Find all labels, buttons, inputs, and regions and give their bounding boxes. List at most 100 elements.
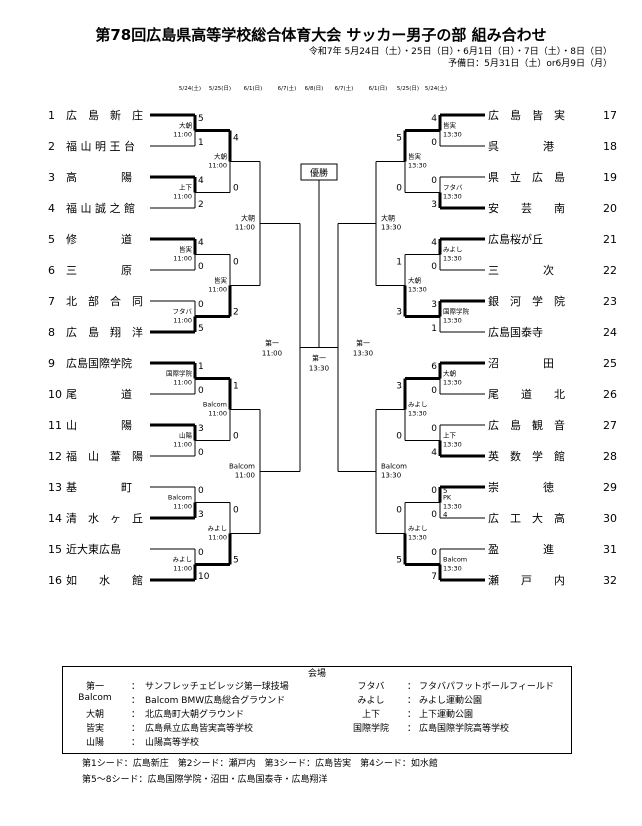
- team-number: 1: [48, 109, 55, 122]
- venue-abbr: 国際学院: [352, 724, 389, 734]
- venue-name: 山陽高等学校: [145, 738, 200, 748]
- match-time: 11:00: [173, 255, 192, 263]
- team-number: 5: [48, 233, 55, 246]
- score: 1: [198, 138, 204, 148]
- match-venue: 上下: [443, 431, 457, 440]
- score: 4: [431, 114, 437, 124]
- match-time: 11:00: [208, 410, 227, 418]
- score: 3: [198, 424, 204, 434]
- match-time: 11:00: [173, 503, 192, 511]
- team-name: 如 水 館: [66, 573, 143, 587]
- score: 1: [198, 362, 204, 372]
- venue-abbr: フタバ: [357, 682, 385, 692]
- score: 6: [431, 362, 437, 372]
- match-time: 13:30: [443, 441, 462, 449]
- score: 3: [431, 200, 437, 210]
- team-number: 8: [48, 326, 55, 339]
- match-time: 13:30: [381, 472, 401, 480]
- match-time: 13:30: [408, 410, 427, 418]
- match-venue: 大朝: [179, 121, 192, 130]
- team-name: 福 山 明 王 台: [66, 139, 135, 153]
- round-date-right: 5/25(日): [397, 85, 419, 92]
- reserve-date-text: 予備日：5月31日（土）or6月9日（月）: [448, 59, 612, 69]
- venue-sep: ：: [407, 724, 417, 734]
- match-venue: Balcom: [443, 556, 467, 564]
- venue-name: 広島県立広島皆実高等学校: [145, 724, 254, 734]
- match-time: 13:30: [408, 286, 427, 294]
- team-name: 呉 港: [488, 140, 554, 153]
- team-number: 24: [603, 326, 617, 339]
- team-number: 26: [603, 388, 617, 401]
- score: 4: [233, 134, 239, 144]
- round-date-right: 5/24(土): [425, 84, 447, 92]
- team-name: 安 芸 南: [488, 201, 565, 215]
- round-date-left: 6/7(土): [278, 84, 297, 92]
- pk-score: 5: [443, 487, 447, 495]
- team-name: 三 次: [488, 263, 554, 277]
- team-name: 英 数 学 館: [488, 449, 565, 463]
- match-venue: みよし: [443, 246, 463, 254]
- match-time: 11:00: [208, 286, 227, 294]
- seeds-line-2: 第5～8シード：広島国際学院・沼田・広島国泰寺・広島翔洋: [82, 775, 328, 785]
- match-time: 13:30: [443, 565, 462, 573]
- score: 0: [431, 510, 437, 520]
- match-time: 13:30: [353, 350, 373, 358]
- score: 0: [396, 506, 402, 516]
- venue-abbr: Balcom: [78, 693, 112, 703]
- score: 3: [198, 510, 204, 520]
- score: 4: [198, 238, 204, 248]
- score: 5: [396, 556, 402, 566]
- team-number: 2: [48, 140, 55, 153]
- schedule-text: 令和7年 5月24日（土）・25日（日）・6月1日（日）・7日（土）・8日（日）: [308, 47, 612, 57]
- round-date-left: 5/24(土): [179, 84, 201, 92]
- team-number: 28: [603, 450, 617, 463]
- match-time: 13:30: [408, 162, 427, 170]
- match-venue: Balcom: [229, 463, 255, 471]
- match-venue: みよし: [408, 401, 428, 409]
- match-time: 11:00: [173, 441, 192, 449]
- match-time: 11:00: [235, 472, 255, 480]
- score: 0: [431, 424, 437, 434]
- seeds-line-1: 第1シード：広島新庄 第2シード：瀬戸内 第3シード：広島皆実 第4シード：如水…: [82, 759, 438, 769]
- score: 7: [431, 572, 437, 582]
- team-number: 22: [603, 264, 617, 277]
- team-name: 福 山 葦 陽: [66, 449, 143, 463]
- team-number: 25: [603, 357, 617, 370]
- round-date-right: 6/1(日): [369, 85, 388, 92]
- pk-score: 4: [443, 511, 448, 519]
- score: 0: [233, 432, 239, 442]
- team-number: 30: [603, 512, 617, 525]
- score: 0: [233, 506, 239, 516]
- team-number: 19: [603, 171, 617, 184]
- schedule-dates: 令和7年 5月24日（土）・25日（日）・6月1日（日）・7日（土）・8日（日）…: [309, 46, 612, 70]
- venue-abbr: 山陽: [85, 738, 104, 748]
- score: 0: [198, 300, 204, 310]
- match-time: 11:00: [262, 350, 282, 358]
- team-number: 31: [603, 543, 617, 556]
- team-name: 盈 進: [488, 543, 554, 556]
- team-name: 崇 徳: [488, 481, 554, 494]
- team-number: 13: [48, 481, 62, 494]
- score: 10: [198, 572, 210, 582]
- team-name: 広島国泰寺: [488, 325, 543, 339]
- team-number: 6: [48, 264, 55, 277]
- round-date-left: 6/1(日): [244, 85, 263, 92]
- score: 2: [233, 308, 239, 318]
- match-venue: フタバ: [443, 183, 463, 192]
- team-name: 清 水 ヶ 丘: [66, 512, 143, 525]
- team-name: 高 陽: [66, 170, 132, 184]
- score: 0: [198, 386, 204, 396]
- tournament-bracket: 5/24(土)5/25(日)6/1(日)6/7(土)6/8(日)6/7(土)6/…: [48, 84, 617, 587]
- score: 0: [431, 486, 437, 496]
- score: 0: [431, 548, 437, 558]
- match-time: 11:00: [235, 224, 255, 232]
- match-venue: 山陽: [179, 431, 193, 440]
- team-number: 11: [48, 419, 62, 432]
- match-venue: みよし: [208, 525, 228, 533]
- team-number: 18: [603, 140, 617, 153]
- team-name: 山 陽: [66, 419, 132, 432]
- match-venue: Balcom: [203, 401, 227, 409]
- team-name: 広 島 観 音: [488, 418, 565, 432]
- venue-name: Balcom BMW広島総合グラウンド: [145, 696, 286, 706]
- team-number: 16: [48, 574, 62, 587]
